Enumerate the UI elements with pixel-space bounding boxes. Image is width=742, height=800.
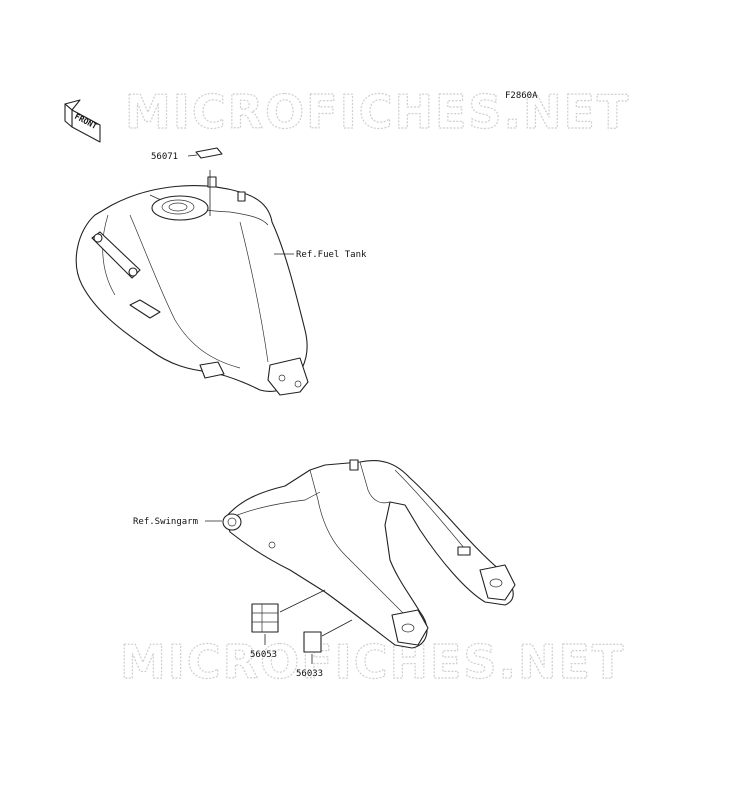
ref-fuel-tank: Ref.Fuel Tank <box>296 250 367 260</box>
part-56053: 56053 <box>250 650 277 660</box>
front-arrow-icon: FRONT <box>64 99 101 143</box>
diagram-code: F2860A <box>505 91 538 101</box>
label-56071-decal <box>195 147 223 159</box>
part-56071: 56071 <box>151 152 178 162</box>
swingarm <box>222 459 516 649</box>
part-56033: 56033 <box>296 669 323 679</box>
watermark-bottom: MICROFICHES.NET <box>120 635 625 689</box>
watermark-top: MICROFICHES.NET <box>125 85 630 139</box>
ref-swingarm: Ref.Swingarm <box>133 517 198 527</box>
fuel-tank <box>75 176 309 396</box>
label-56033-decal <box>303 631 322 653</box>
label-56053-decal <box>251 603 279 633</box>
